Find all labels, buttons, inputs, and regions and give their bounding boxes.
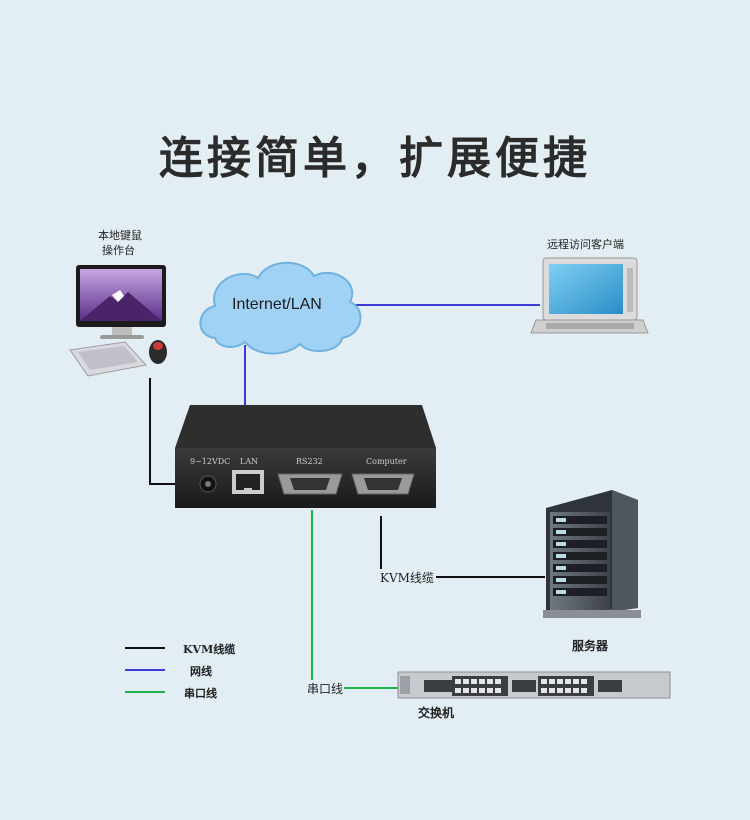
port-label-lan: LAN xyxy=(240,457,259,466)
cloud-label: Internet/LAN xyxy=(232,296,322,313)
port-label-power: 9~12VDC xyxy=(190,457,231,466)
server-label: 服务器 xyxy=(572,639,609,653)
legend-label-network: 网线 xyxy=(190,665,212,678)
switch-label: 交换机 xyxy=(418,706,455,720)
cloud-icon xyxy=(199,261,362,355)
kvm-line-console xyxy=(149,378,180,485)
laptop-icon xyxy=(530,257,649,334)
kvm-line-server xyxy=(380,516,545,578)
monitor-icon xyxy=(76,265,166,339)
kvm-cable-label: KVM线缆 xyxy=(378,569,436,586)
mouse-icon xyxy=(149,340,167,364)
legend-label-serial: 串口线 xyxy=(184,687,217,700)
kvm-device xyxy=(175,405,436,508)
remote-client-label: 远程访问客户端 xyxy=(547,238,624,251)
local-console-label-line2: 操作台 xyxy=(102,244,135,257)
network-switch-icon xyxy=(397,671,671,699)
page-title: 连接简单，扩展便捷 xyxy=(159,133,591,184)
serial-cable-label: 串口线 xyxy=(306,680,345,697)
local-console-label-line1: 本地键鼠 xyxy=(98,229,142,242)
legend-label-kvm: KVM线缆 xyxy=(183,643,236,656)
server-rack-icon xyxy=(543,490,641,618)
port-label-computer: Computer xyxy=(366,457,407,466)
serial-line xyxy=(311,510,398,689)
keyboard-icon xyxy=(69,341,147,377)
port-label-rs232: RS232 xyxy=(296,457,323,466)
